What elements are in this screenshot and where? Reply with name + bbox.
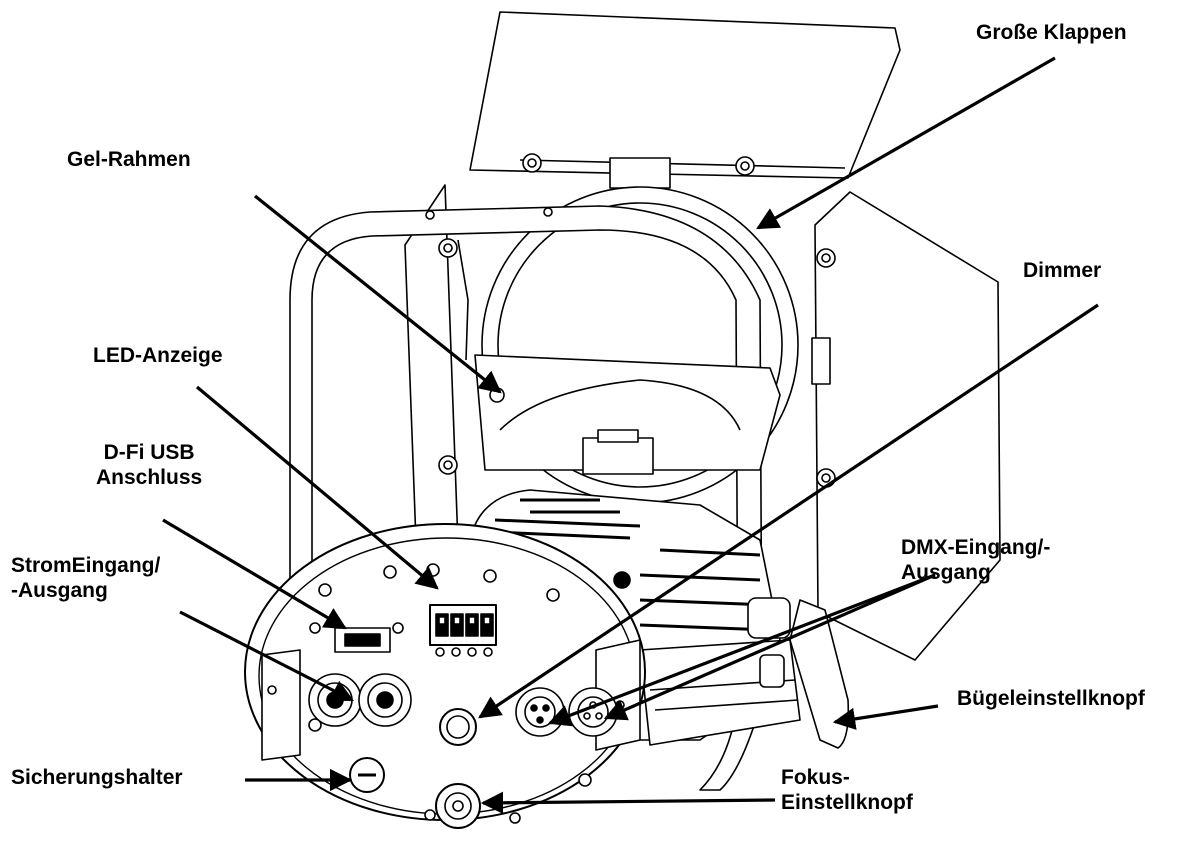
label-led-anzeige: LED-Anzeige [93, 344, 223, 367]
label-dmx-line2: Ausgang [901, 561, 991, 584]
dimmer-knob [439, 708, 477, 746]
right-barn-door [814, 191, 1001, 661]
arrow-dfi-usb [162, 518, 347, 630]
label-fokus-line1: Fokus- [781, 766, 850, 789]
label-strom-line1: StromEingang/ [11, 554, 161, 577]
arrow-dmx-2 [603, 573, 936, 721]
arrow-gel-rahmen [254, 194, 502, 394]
label-fokus: Fokus- Einstellknopf [781, 765, 913, 815]
arrow-grosse-klappen [756, 56, 1056, 230]
label-grosse-klappen: Große Klappen [976, 21, 1127, 44]
power-connectors [308, 673, 412, 727]
dmx-connectors [515, 687, 618, 737]
yoke [289, 205, 763, 791]
label-sicherung: Sicherungshalter [11, 766, 183, 789]
label-dfi-usb: D-Fi USB Anschluss [96, 440, 202, 490]
label-dfi-usb-line2: Anschluss [96, 466, 203, 489]
arrow-dmx-1 [547, 573, 936, 727]
arrow-fokus [480, 791, 776, 814]
label-gel-rahmen: Gel-Rahmen [67, 148, 191, 171]
label-strom-line2: -Ausgang [11, 579, 108, 602]
focus-knob [435, 783, 481, 829]
label-dfi-usb-line1: D-Fi USB [103, 441, 195, 464]
arrow-led-anzeige [195, 385, 439, 590]
label-dmx: DMX-Eingang/- Ausgang [901, 535, 1050, 585]
label-buegel: Bügeleinstellknopf [957, 687, 1145, 710]
label-strom: StromEingang/ -Ausgang [11, 553, 160, 603]
label-fokus-line2: Einstellknopf [781, 791, 913, 814]
label-dmx-line1: DMX-Eingang/- [901, 536, 1051, 559]
label-dimmer: Dimmer [1023, 259, 1102, 282]
arrow-dimmer [478, 303, 1099, 719]
top-barn-door [469, 11, 901, 179]
arrow-strom [179, 610, 354, 702]
usb-port [334, 627, 391, 653]
arrow-buegel [832, 704, 939, 730]
